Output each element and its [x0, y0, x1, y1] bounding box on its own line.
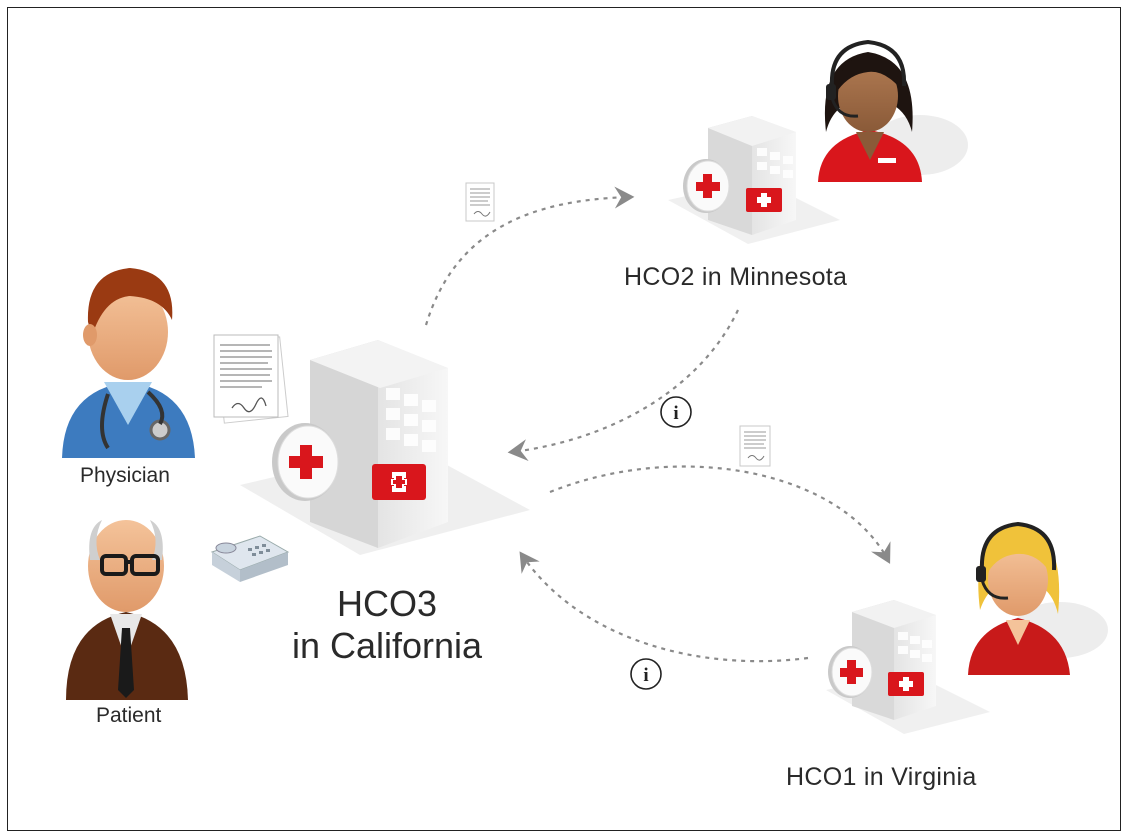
- hco3-label-line1: HCO3: [336, 583, 438, 624]
- hco3-label: HCO3 in California: [262, 583, 512, 667]
- info-icon: i: [660, 396, 692, 428]
- call-center-agent-avatar: [818, 39, 968, 182]
- patient-avatar: [66, 520, 188, 700]
- physician-avatar: [62, 268, 195, 458]
- hospital-building-hco3: [240, 340, 530, 555]
- physician-label: Physician: [80, 464, 170, 487]
- hco3-label-line2: in California: [291, 625, 483, 666]
- fax-machine-icon: [210, 535, 290, 582]
- arrow-hco1-to-hco3: [519, 551, 809, 663]
- hospital-building-hco2: [668, 116, 840, 244]
- svg-text:i: i: [673, 403, 678, 424]
- call-center-agent-avatar: [968, 521, 1108, 675]
- arrow-hco3-to-hco2: [424, 186, 635, 326]
- hco1-label: HCO1 in Virginia: [786, 763, 977, 791]
- document-icon: [739, 425, 771, 467]
- hco2-label: HCO2 in Minnesota: [624, 263, 848, 291]
- svg-text:i: i: [643, 665, 648, 686]
- medical-records-icon: [213, 334, 289, 424]
- arrow-hco3-to-hco1: [549, 465, 891, 564]
- hospital-building-hco1: [826, 600, 990, 734]
- patient-label: Patient: [96, 704, 162, 727]
- info-icon: i: [630, 658, 662, 690]
- arrow-hco2-to-hco3: [507, 309, 739, 462]
- document-icon: [465, 182, 495, 222]
